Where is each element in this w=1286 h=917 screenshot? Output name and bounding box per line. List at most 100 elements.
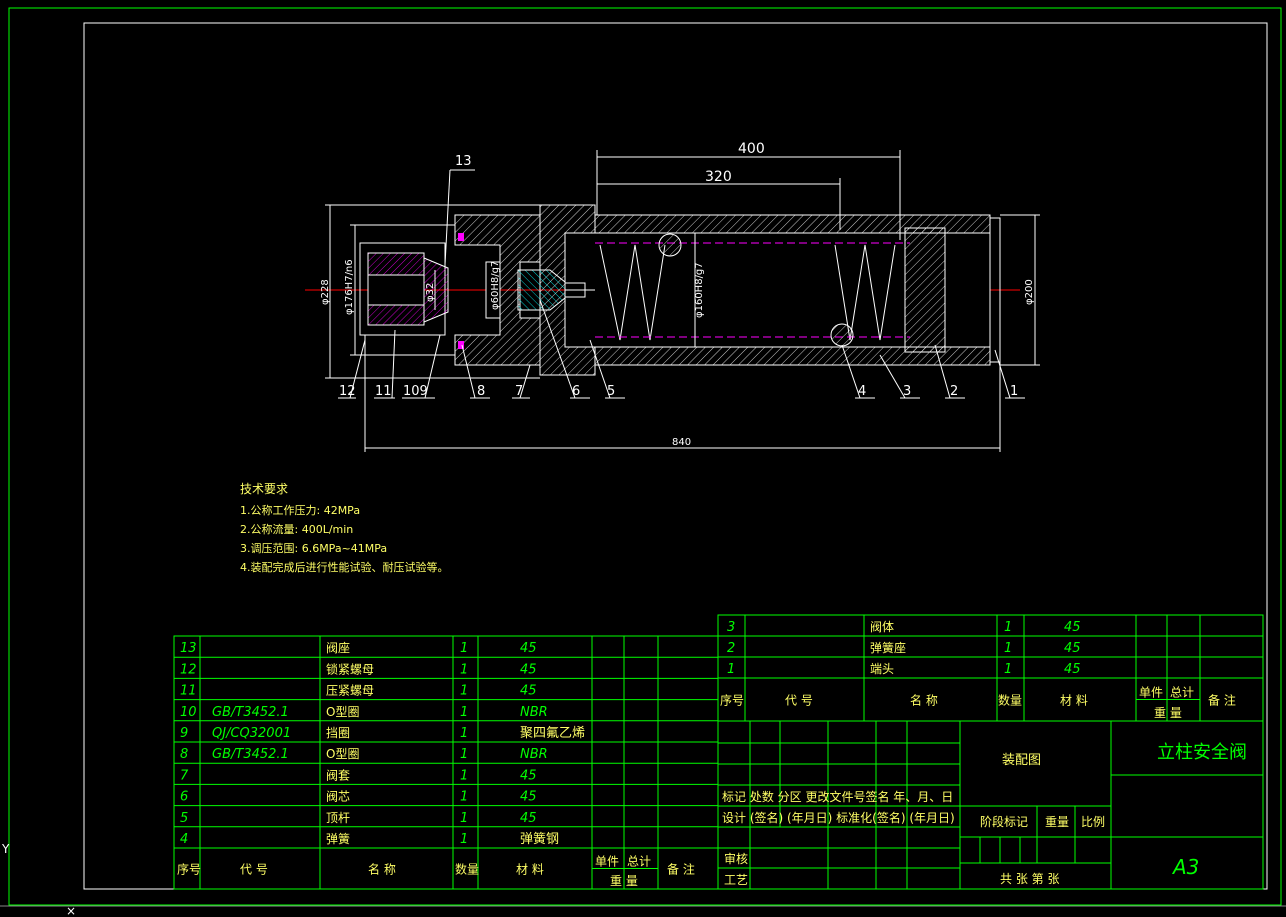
bom-qty: 1 <box>1004 620 1012 635</box>
bom-hdr-no: 序号 <box>720 693 744 708</box>
bom-hdr-mat: 材 料 <box>516 863 544 877</box>
bom-no: 5 <box>180 811 188 826</box>
tb-sheets: 共 张 第 张 <box>1000 872 1059 886</box>
bom-no: 8 <box>180 747 188 762</box>
tb-title: 立柱安全阀 <box>1157 742 1247 763</box>
bom-qty: 1 <box>1004 662 1012 677</box>
assembly-view: 400 320 840 φ228 φ176H7/n6 φ32 φ60H8/g7 … <box>305 141 1040 452</box>
balloon-3: 3 <box>903 384 911 399</box>
tb-weight: 重量 <box>1045 815 1069 829</box>
dim-200: φ200 <box>1024 279 1035 305</box>
tb-process: 工艺 <box>724 873 748 887</box>
bom-mat: 45 <box>520 811 537 826</box>
bom-qty: 1 <box>460 811 468 826</box>
dim-228: φ228 <box>320 279 331 305</box>
part-push-rod <box>564 282 586 298</box>
bom-name: 阀座 <box>326 640 350 655</box>
bom-mat: 45 <box>1064 662 1081 677</box>
bom-name: 顶杆 <box>326 811 350 825</box>
bom-qty: 1 <box>460 832 468 847</box>
bom-hdr-total: 总计 <box>627 855 651 869</box>
part-spring-seat <box>904 227 946 353</box>
balloon-1: 1 <box>1010 384 1018 399</box>
bom-hdr-mat: 材 料 <box>1060 694 1088 708</box>
bom-mat: 45 <box>520 684 537 699</box>
part-spring <box>599 244 896 341</box>
technical-requirements: 技术要求 1.公称工作压力: 42MPa 2.公称流量: 400L/min 3.… <box>240 480 449 577</box>
bom-name: 弹簧 <box>326 831 350 846</box>
dim-400: 400 <box>738 141 765 157</box>
tb-mark-row: 标记 处数 分区 更改文件号签名 年、月、日 <box>722 789 953 804</box>
bom-name: O型圈 <box>326 747 359 761</box>
bom-name: 阀体 <box>870 620 894 634</box>
part-end-cap <box>989 217 1001 363</box>
tech-item-2: 2.公称流量: 400L/min <box>240 523 354 536</box>
bom-no: 11 <box>180 684 197 699</box>
spring-end-left <box>658 233 682 257</box>
bom-name: 挡圈 <box>326 726 350 740</box>
bom-qty: 1 <box>460 662 468 677</box>
bom-qty: 1 <box>1004 641 1012 656</box>
bom-code: GB/T3452.1 <box>212 747 289 762</box>
outer-frame <box>8 7 1282 906</box>
bom-qty: 1 <box>460 747 468 762</box>
bom-hdr-name: 名 称 <box>910 693 938 708</box>
bom-qty: 1 <box>460 641 468 656</box>
tech-item-3: 3.调压范围: 6.6MPa~41MPa <box>240 542 388 555</box>
bom-no: 13 <box>180 641 197 656</box>
title-block <box>717 720 1264 890</box>
valve-seat <box>423 257 449 323</box>
bom-mat: 45 <box>1064 641 1081 656</box>
bom-qty: 1 <box>460 726 468 741</box>
bom-hdr-weight: 重 量 <box>1154 706 1182 720</box>
bom-no: 10 <box>180 705 197 720</box>
bom-hdr-no: 序号 <box>177 862 201 877</box>
bom-hdr-qty: 数量 <box>455 862 479 877</box>
bom-hdr-name: 名 称 <box>368 862 396 877</box>
ucs-x-icon: × <box>66 904 76 917</box>
balloon-6: 6 <box>572 384 580 399</box>
bom-qty: 1 <box>460 684 468 699</box>
bom-mat: 弹簧钢 <box>520 831 559 847</box>
tb-size: A3 <box>1171 855 1199 879</box>
bom-name: 阀芯 <box>326 790 350 804</box>
dim-176: φ176H7/n6 <box>344 259 355 315</box>
tb-assembly: 装配图 <box>1002 753 1041 768</box>
bom-no: 9 <box>180 726 188 741</box>
bom-no: 12 <box>180 662 197 677</box>
tech-title: 技术要求 <box>240 482 289 496</box>
bom-hdr-qty: 数量 <box>998 693 1022 708</box>
bom-hdr-code: 代 号 <box>785 694 813 708</box>
bom-no: 3 <box>727 620 735 635</box>
balloon-11: 11 <box>375 384 392 399</box>
bom-qty: 1 <box>460 790 468 805</box>
bom-mat: 45 <box>520 790 537 805</box>
bom-name: O型圈 <box>326 705 359 719</box>
bom-no: 7 <box>180 768 189 783</box>
o-ring-bottom <box>458 341 464 349</box>
bom-name: 端头 <box>870 662 894 676</box>
ucs-y-icon: Y <box>1 842 10 856</box>
balloon-7: 7 <box>515 384 523 399</box>
bom-name: 弹簧座 <box>870 640 906 655</box>
balloon-2: 2 <box>950 384 958 399</box>
nut-bore <box>367 274 425 306</box>
title-block-text: 标记 处数 分区 更改文件号签名 年、月、日 设计 (签名) (年月日) 标准化… <box>722 742 1247 887</box>
o-ring-top <box>458 233 464 241</box>
bom-hdr-total: 总计 <box>1170 686 1194 700</box>
tb-review: 审核 <box>724 851 748 866</box>
dim-160: φ160H8/g7 <box>694 262 705 318</box>
bom-mat: 45 <box>1064 620 1081 635</box>
balloon-5: 5 <box>607 384 615 399</box>
tb-stage: 阶段标记 <box>980 814 1028 829</box>
bom-name: 锁紧螺母 <box>326 661 374 676</box>
bom-no: 2 <box>727 641 735 656</box>
bom-no: 1 <box>727 662 735 677</box>
bom-mat: 45 <box>520 768 537 783</box>
bom-qty: 1 <box>460 705 468 720</box>
tb-design-row: 设计 (签名) (年月日) 标准化(签名) (年月日) <box>722 810 955 825</box>
balloon-8: 8 <box>477 384 485 399</box>
